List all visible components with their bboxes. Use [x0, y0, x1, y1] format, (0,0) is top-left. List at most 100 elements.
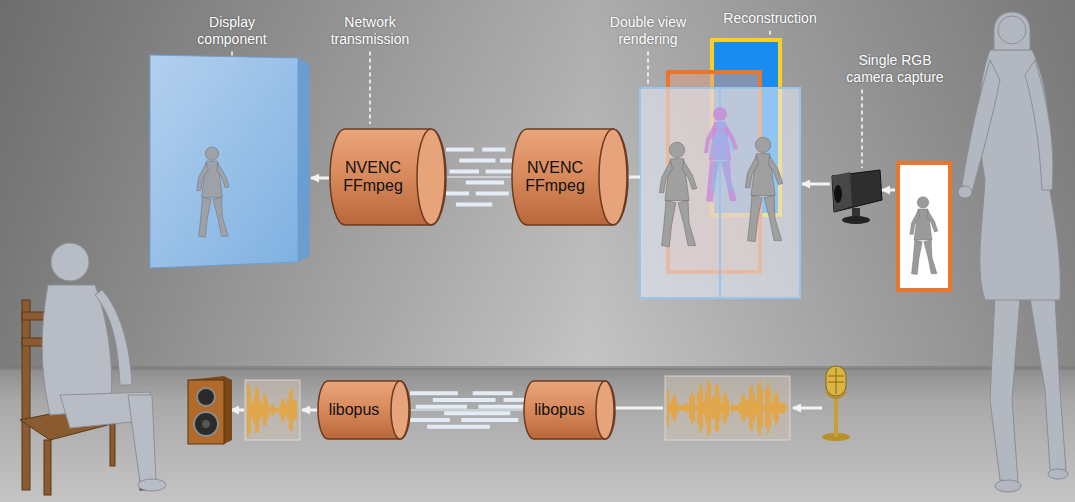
codec-label: libopus	[534, 401, 585, 419]
packet-dash	[476, 191, 509, 195]
packet-dash	[410, 418, 450, 422]
packet-dash	[482, 148, 505, 152]
flow-arrows	[302, 409, 317, 412]
packet-dash	[486, 170, 512, 174]
speaker	[188, 376, 232, 444]
cylinder-cap	[391, 381, 409, 439]
codec-label: NVENC FFmpeg	[340, 159, 406, 196]
cylinder-cap	[596, 381, 614, 439]
packet-dash	[503, 398, 524, 402]
rendering-panel	[659, 142, 696, 247]
webcam	[832, 170, 882, 212]
packet-dash	[461, 418, 518, 422]
display-panel	[197, 147, 229, 237]
rendering-panel	[640, 88, 800, 298]
viewer-figure	[51, 243, 89, 281]
packet-dash	[456, 202, 492, 206]
cylinder-body	[318, 381, 410, 439]
room-background	[0, 0, 1075, 370]
cylinder-text-area: libopus	[524, 380, 595, 440]
cylinder-body	[524, 381, 615, 439]
cylinder-text-area: NVENC FFmpeg	[512, 128, 598, 226]
presenter-figure	[995, 480, 1021, 492]
packet-dash	[410, 391, 458, 395]
callout-label: Display component	[187, 14, 277, 48]
callout-label: Reconstruction	[710, 10, 830, 27]
presenter-figure	[1030, 298, 1066, 470]
presenter-figure	[1025, 60, 1053, 190]
stream-line	[410, 409, 524, 411]
leader-line	[231, 52, 233, 58]
packet-dash	[478, 405, 524, 409]
packet-dash	[473, 391, 513, 395]
codec-cylinder: libopus	[524, 380, 615, 440]
packet-stream	[446, 150, 512, 205]
callout-label: Single RGB camera capture	[837, 52, 953, 86]
packet-dash	[500, 159, 512, 163]
packet-dash	[416, 405, 467, 409]
flow-arrows	[802, 183, 830, 186]
leader-line	[647, 52, 649, 86]
codec-cylinder: NVENC FFmpeg	[330, 128, 446, 226]
microphone	[834, 398, 838, 437]
chair	[22, 300, 30, 490]
packet-dash	[433, 398, 496, 402]
presenter-figure	[994, 12, 1030, 50]
presenter-figure	[1048, 469, 1068, 479]
codec-cylinder: NVENC FFmpeg	[512, 128, 628, 226]
packet-dash	[427, 425, 490, 429]
audio-waveform	[245, 380, 300, 440]
webcam	[832, 172, 852, 212]
capture-frame	[898, 163, 950, 290]
callout-label: Network transmission	[320, 14, 420, 48]
webcam	[832, 170, 882, 224]
webcam	[842, 216, 870, 224]
packet-dash	[466, 180, 504, 184]
speaker	[188, 380, 224, 444]
capture-frame	[898, 163, 950, 290]
packet-dash	[444, 411, 510, 415]
packet-dash	[446, 191, 469, 195]
presenter-figure	[962, 60, 1000, 192]
packet-dash	[446, 148, 474, 152]
stream-line	[446, 176, 512, 178]
flow-arrows	[311, 177, 329, 180]
cylinder-text-area: NVENC FFmpeg	[330, 128, 416, 226]
display-panel	[150, 55, 298, 268]
flow-arrows	[793, 407, 822, 410]
display-panel	[150, 55, 310, 268]
presenter-figure	[990, 295, 1020, 482]
chair	[44, 440, 51, 495]
audio-waveform	[665, 376, 790, 440]
viewer-figure	[42, 243, 166, 491]
room-background	[0, 368, 1075, 502]
cylinder-cap	[599, 129, 627, 225]
speaker	[197, 388, 215, 406]
cylinder-text-area: libopus	[318, 380, 390, 440]
wave-trace	[668, 380, 786, 436]
flow-arrows	[882, 189, 895, 192]
rendering-panel	[745, 137, 782, 242]
flow-arrows	[231, 409, 244, 412]
packet-dash	[459, 159, 495, 163]
microphone	[826, 366, 846, 396]
codec-label: NVENC FFmpeg	[522, 159, 588, 196]
codec-cylinder: libopus	[318, 380, 410, 440]
room-background	[0, 366, 1075, 370]
presenter-figure	[958, 12, 1068, 492]
packet-stream	[410, 393, 524, 427]
presenter-figure	[998, 16, 1026, 44]
capture-frame	[910, 197, 938, 275]
microphone	[836, 368, 837, 394]
rendering-panel	[709, 120, 735, 191]
leader-line	[369, 52, 371, 124]
speaker	[202, 420, 210, 428]
leader-line	[769, 31, 771, 37]
leader-line	[861, 90, 863, 168]
codec-label: libopus	[329, 401, 380, 419]
presenter-figure	[958, 186, 972, 198]
callout-label: Double view rendering	[600, 14, 696, 48]
room-background	[0, 0, 1075, 370]
